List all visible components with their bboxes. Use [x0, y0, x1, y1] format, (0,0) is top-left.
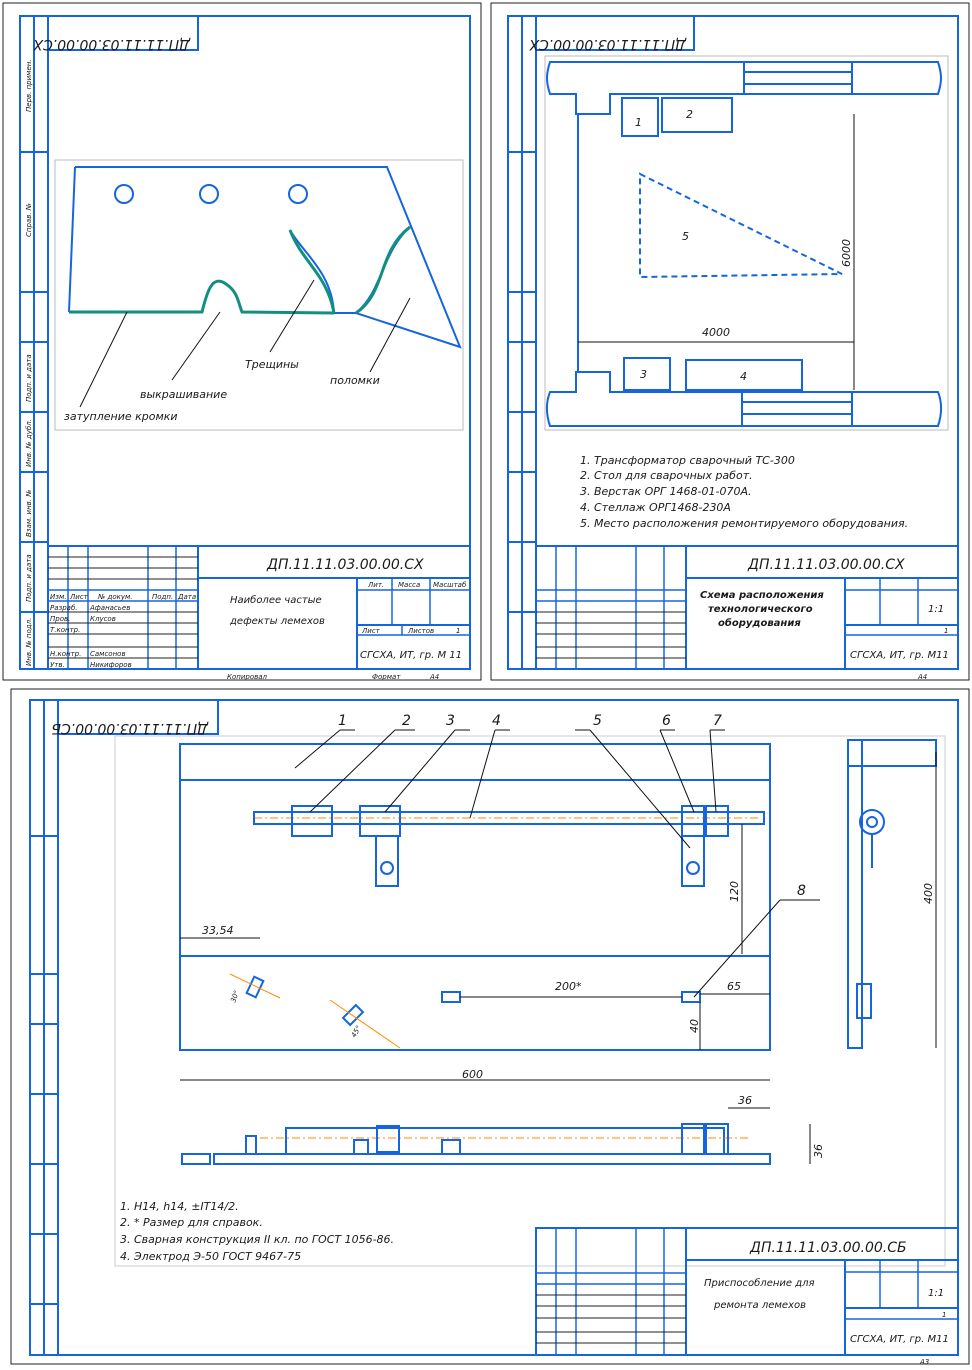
- sheet1-mass: Масса: [398, 581, 420, 589]
- sheet2-scale-value: 1:1: [928, 604, 944, 615]
- sheet3-rotated-code: ДП.11.11.03.00.00.СБ: [51, 720, 209, 736]
- sheet1-copied: Копировал: [227, 673, 268, 681]
- legend-4: 4. Стеллаж ОРГ1468-230А: [580, 501, 731, 514]
- side-label-6: Инв. № подл.: [25, 618, 33, 666]
- sheet3-title-1: Приспособление для: [704, 1277, 815, 1289]
- callout-3: 3: [446, 713, 455, 729]
- sheet2-title-2: технологического: [708, 604, 813, 615]
- dim-36-side: 36: [812, 1144, 825, 1158]
- callout-6: 6: [662, 713, 671, 729]
- sheet1-row-date: Дата: [177, 593, 196, 601]
- note-2: 2. * Размер для справок.: [120, 1216, 263, 1229]
- sheet1-row-sign: Подп.: [152, 593, 173, 601]
- side-label-4: Взам. инв. №: [25, 489, 33, 537]
- sheet1-scale: Масштаб: [433, 581, 467, 589]
- sheet1-role-0: Разраб.: [50, 604, 78, 612]
- label-breaks: поломки: [330, 374, 380, 387]
- sheet-equipment-layout: ДП.11.11.03.00.00.СХ 1 2 5 3 4 4000 6000…: [490, 2, 970, 682]
- sheet1-role-1: Пров.: [50, 615, 70, 623]
- sheet2-sheets-value: 1: [944, 627, 948, 635]
- sheet-defects-drawing: ДП.11.11.03.00.00.СХ затупление кромки в…: [2, 2, 482, 681]
- sheet3-org: СГСХА, ИТ, гр. М11: [850, 1334, 949, 1345]
- sheet1-name-1: Клусов: [90, 615, 116, 623]
- sheet1-title-1: Наиболее частые: [230, 594, 322, 606]
- sheet1-format-value: А4: [429, 673, 439, 681]
- sheet-assembly: ДП.11.11.03.00.00.СБ 1 2 3 4 5 6 7 8 600…: [10, 688, 970, 1366]
- sheet1-sheets: Листов: [407, 627, 434, 635]
- sheet1-format: Формат: [372, 673, 401, 681]
- label-dulling: затупление кромки: [64, 410, 178, 423]
- sheet-equipment-drawing: ДП.11.11.03.00.00.СХ 1 2 5 3 4 4000 6000…: [490, 2, 970, 681]
- sheet1-org: СГСХА, ИТ, гр. М 11: [360, 650, 462, 661]
- sheet2-title-1: Схема расположения: [700, 590, 824, 601]
- eq-label-2: 2: [686, 108, 693, 121]
- legend-5: 5. Место расположения ремонтируемого обо…: [580, 517, 908, 530]
- sheet2-title-3: оборудования: [718, 617, 801, 629]
- sheet3-format-value: А3: [919, 1358, 929, 1366]
- dim-400: 400: [922, 883, 935, 904]
- legend-1: 1. Трансформатор сварочный ТС-300: [580, 454, 795, 467]
- sheet1-sheet: Лист: [361, 627, 381, 635]
- callout-5: 5: [593, 713, 602, 729]
- dim-120: 120: [728, 881, 741, 902]
- dim-6000: 6000: [840, 239, 853, 267]
- sheet1-sheets-value: 1: [456, 627, 460, 635]
- sheet3-scale-value: 1:1: [928, 1288, 944, 1299]
- sheet3-doc-code: ДП.11.11.03.00.00.СБ: [749, 1240, 907, 1256]
- side-label-3: Инв. № дубл.: [25, 419, 33, 467]
- sheet1-lit: Лит.: [367, 581, 384, 589]
- dim-36-top: 36: [738, 1094, 752, 1107]
- sheet-defects: ДП.11.11.03.00.00.СХ затупление кромки в…: [2, 2, 482, 682]
- dim-200: 200*: [555, 980, 582, 993]
- sheet-assembly-drawing: ДП.11.11.03.00.00.СБ 1 2 3 4 5 6 7 8 600…: [10, 688, 970, 1366]
- note-1: 1. Н14, h14, ±IT14/2.: [120, 1200, 239, 1213]
- sheet2-rotated-code: ДП.11.11.03.00.00.СХ: [529, 36, 687, 52]
- dim-65: 65: [727, 980, 741, 993]
- dim-4000: 4000: [702, 326, 730, 339]
- eq-label-5: 5: [682, 230, 689, 243]
- sheet3-title-2: ремонта лемехов: [713, 1300, 806, 1311]
- callout-1: 1: [338, 713, 347, 729]
- note-4: 4. Электрод Э-50 ГОСТ 9467-75: [120, 1250, 301, 1263]
- side-label-0: Перв. примен.: [25, 59, 33, 112]
- side-label-2: Подп. и дата: [25, 354, 33, 402]
- callout-8: 8: [797, 883, 806, 899]
- dim-40: 40: [688, 1019, 701, 1033]
- callout-2: 2: [402, 713, 411, 729]
- dim-30: 30°: [229, 989, 241, 1003]
- sheet1-row-izm: Изм.: [50, 593, 66, 601]
- dim-600: 600: [462, 1068, 483, 1081]
- sheet1-row-list: Лист: [69, 593, 89, 601]
- dim-3354: 33,54: [202, 924, 234, 937]
- sheet1-rotated-code: ДП.11.11.03.00.00.СХ: [33, 36, 191, 52]
- sheet1-name-0: Афанасьев: [89, 604, 130, 612]
- legend-2: 2. Стол для сварочных работ.: [580, 469, 753, 482]
- dim-45: 45°: [350, 1024, 363, 1039]
- sheet1-title-2: дефекты лемехов: [229, 616, 325, 627]
- sheet2-doc-code: ДП.11.11.03.00.00.СХ: [747, 557, 905, 573]
- label-chipping: выкрашивание: [140, 388, 227, 401]
- sheet1-row-doc: № докум.: [97, 593, 133, 601]
- sheet3-sheets-value: 1: [942, 1311, 946, 1319]
- sheet1-name-4: Никифоров: [90, 661, 132, 669]
- sheet1-role-2: Т.контр.: [50, 626, 80, 634]
- sheet1-role-4: Утв.: [50, 661, 65, 669]
- sheet2-format-value: А4: [917, 673, 927, 681]
- sheet1-doc-code: ДП.11.11.03.00.00.СХ: [266, 557, 424, 573]
- side-label-5: Подп. и дата: [25, 554, 33, 602]
- eq-label-3: 3: [640, 368, 647, 381]
- legend-3: 3. Верстак ОРГ 1468-01-070А.: [580, 485, 752, 498]
- callout-7: 7: [713, 713, 722, 729]
- eq-label-4: 4: [740, 370, 747, 383]
- side-label-1: Справ. №: [25, 203, 33, 237]
- callout-4: 4: [492, 713, 501, 729]
- sheet1-role-3: Н.контр.: [50, 650, 81, 658]
- sheet1-name-3: Самсонов: [90, 650, 126, 658]
- note-3: 3. Сварная конструкция II кл. по ГОСТ 10…: [120, 1233, 394, 1246]
- eq-label-1: 1: [635, 116, 642, 129]
- sheet2-org: СГСХА, ИТ, гр. М11: [850, 650, 949, 661]
- label-cracks: Трещины: [245, 358, 299, 371]
